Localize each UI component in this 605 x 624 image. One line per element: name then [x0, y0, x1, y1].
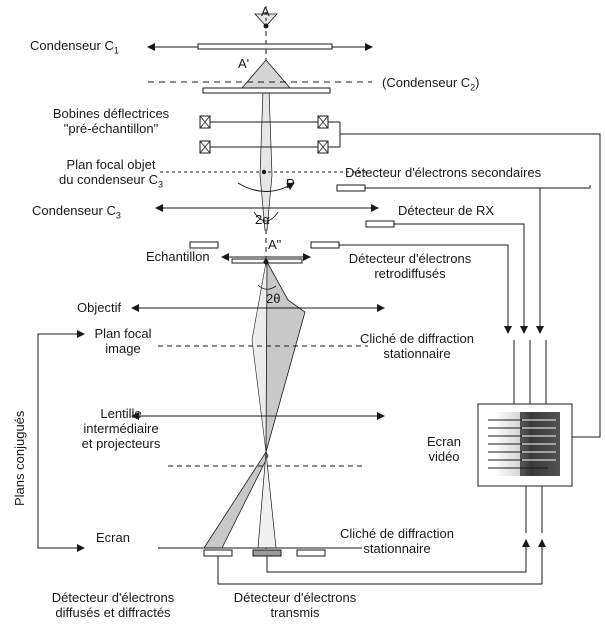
condenseur-c3-label: Condenseur C3: [32, 203, 121, 221]
det-right-box: [296, 549, 326, 557]
secondary-detector: [336, 184, 366, 192]
detecteur-rx-label: Détecteur de RX: [398, 203, 495, 218]
det-diffuses-label: Détecteur d'électrons diffusés et diffra…: [51, 590, 175, 620]
point-a-prime-label: A': [238, 56, 250, 71]
wire-transmis: [266, 539, 530, 573]
xray-detector: [365, 220, 395, 228]
condenseur-c2-label: (Condenseur C2): [382, 75, 480, 93]
objectif-label: Objectif: [77, 300, 122, 315]
point-a-label: A: [261, 4, 270, 19]
wire-secondary: [365, 187, 544, 334]
wire-retro: [339, 244, 512, 334]
point-p-label: P: [286, 176, 295, 191]
two-theta-label: 2θ: [266, 291, 281, 306]
wire-rx: [394, 223, 528, 334]
ecran-label: Ecran: [96, 530, 130, 545]
beam-cone-a-prime: [241, 59, 291, 89]
coil-icon: [199, 115, 329, 154]
point-a-dot: [263, 23, 269, 29]
condenseur-c1-label: Condenseur C1: [30, 38, 119, 56]
cliche-2-label: Cliché de diffraction stationnaire: [340, 526, 454, 556]
det-diffuses-box: [203, 549, 233, 557]
ecran-video-label: Ecran vidéo: [427, 434, 461, 464]
coil-wire: [340, 133, 601, 438]
cliche-1-label: Cliché de diffraction stationnaire: [360, 331, 474, 361]
wire-diffuses: [217, 539, 546, 585]
bobines-label: Bobines déflectrices "pré-échantillon": [52, 106, 170, 136]
two-alpha-label: 2α: [255, 212, 270, 227]
plan-focal-objet-label: Plan focal objet du condenseur C3: [58, 157, 164, 190]
det-transmis-box: [252, 549, 282, 557]
beam-column: [259, 89, 273, 231]
lentille-label: Lentille intermédiaire et projecteurs: [81, 406, 161, 451]
rotation-arc: [237, 182, 295, 192]
plan-focal-image-label: Plan focal image: [94, 326, 152, 356]
point-a-double-label: A": [268, 237, 282, 252]
plans-conjugues-label: Plans conjugués: [12, 410, 27, 506]
detecteur-secondaires-label: Détecteur d'électrons secondaires: [345, 165, 542, 180]
echantillon-label: Echantillon: [146, 249, 210, 264]
det-transmis-label: Détecteur d'électrons transmis: [233, 590, 357, 620]
retrodiffuses-label: Détecteur d'électrons retrodiffusés: [348, 251, 472, 281]
